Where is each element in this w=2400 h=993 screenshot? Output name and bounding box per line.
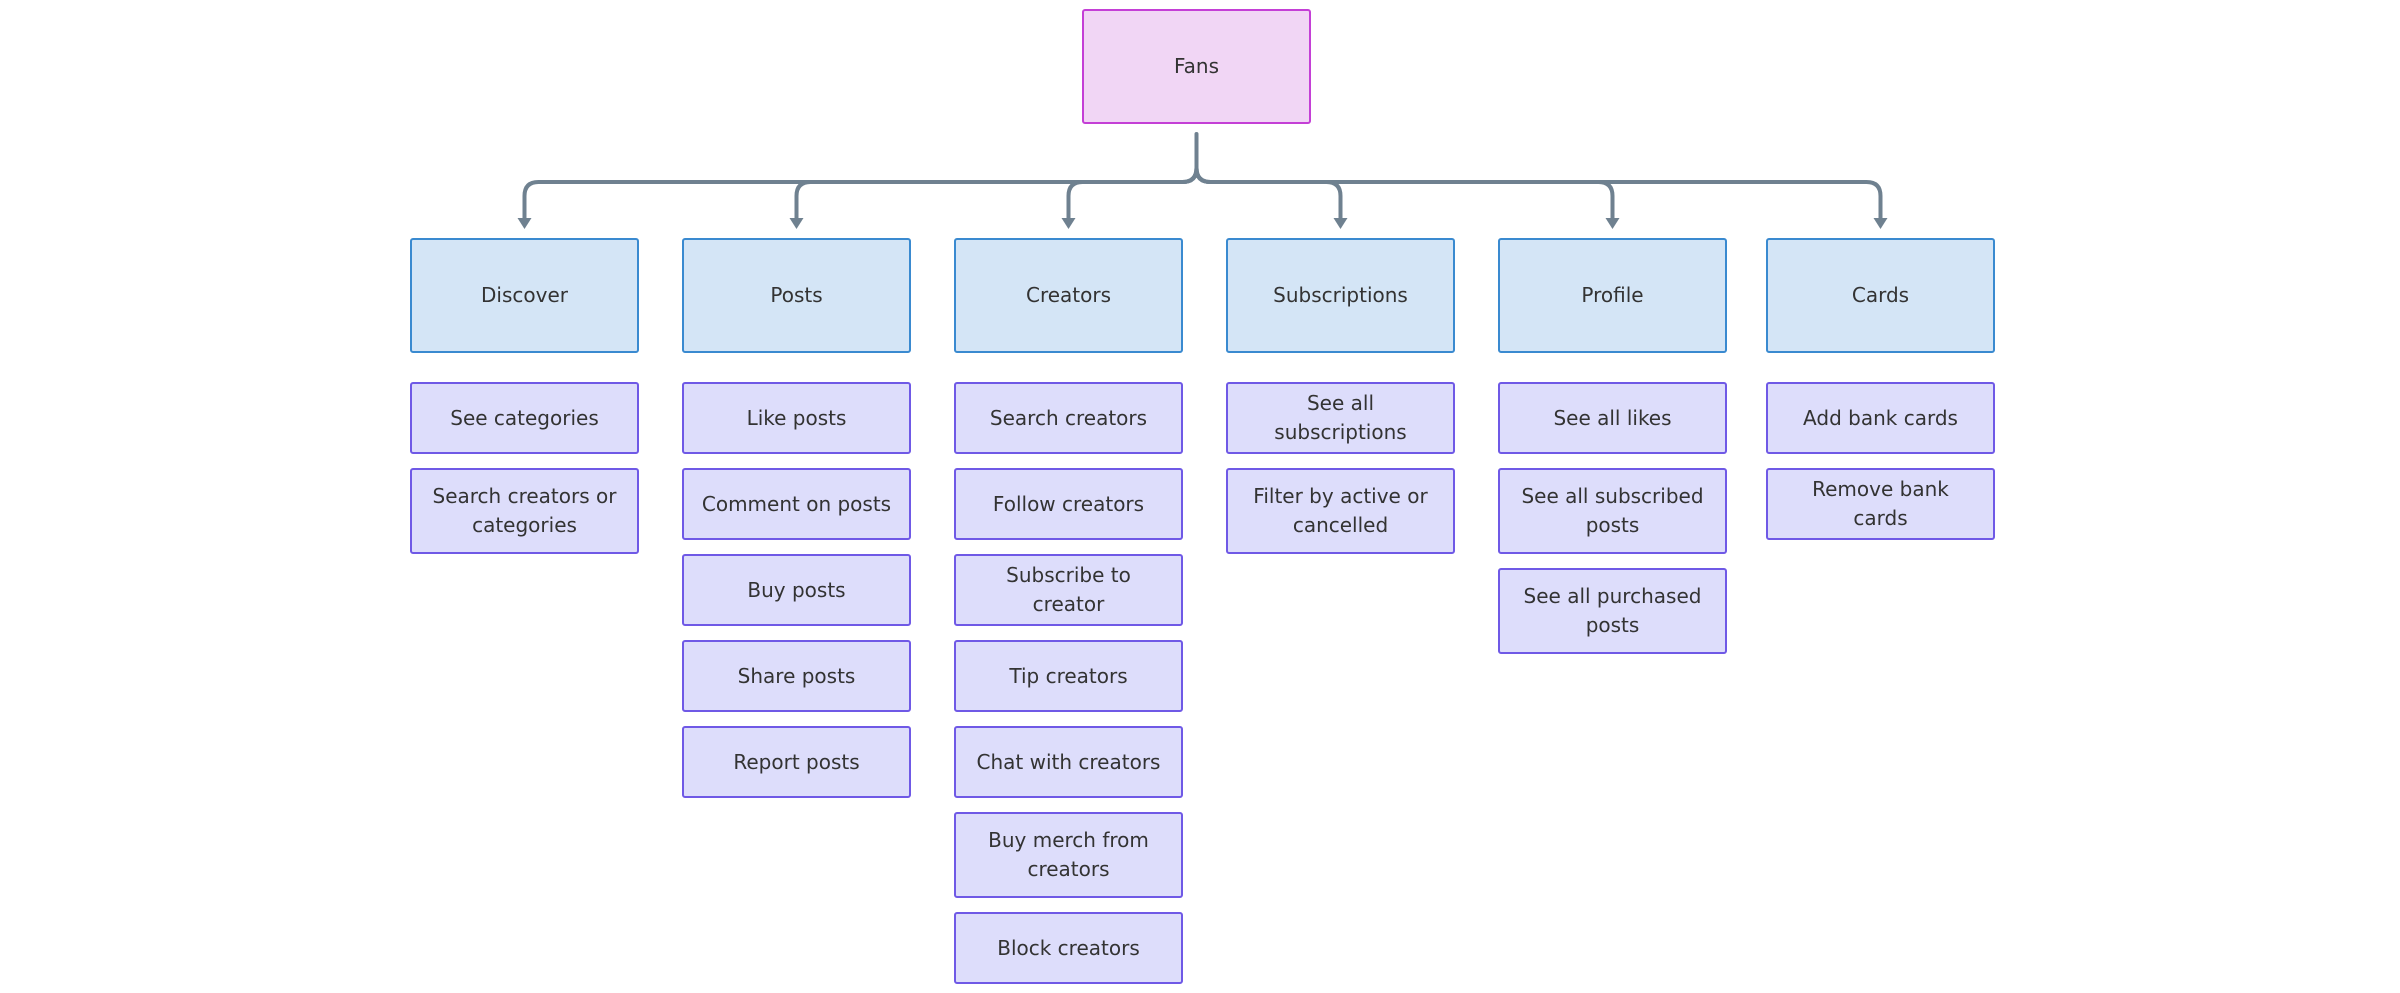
- item-node-see-all-likes: See all likes: [1498, 382, 1727, 454]
- connector-to-cards: [1194, 166, 1883, 221]
- connector-to-creators: [1066, 166, 1199, 221]
- item-node-chat-with-creators: Chat with creators: [954, 726, 1183, 798]
- item-node-comment-on-posts: Comment on posts: [682, 468, 911, 540]
- item-node-see-all-subscriptions: See all subscriptions: [1226, 382, 1455, 454]
- item-node-search-creators: Search creators: [954, 382, 1183, 454]
- connector-to-profile: [1194, 166, 1615, 221]
- item-node-subscribe-to-creator: Subscribe to creator: [954, 554, 1183, 626]
- item-node-see-categories: See categories: [410, 382, 639, 454]
- item-node-buy-posts: Buy posts: [682, 554, 911, 626]
- arrow-head-cards: [1873, 218, 1888, 229]
- item-node-like-posts: Like posts: [682, 382, 911, 454]
- category-node-discover: Discover: [410, 238, 639, 353]
- item-node-block-creators: Block creators: [954, 912, 1183, 984]
- category-node-posts: Posts: [682, 238, 911, 353]
- item-node-see-all-purchased-posts: See all purchased posts: [1498, 568, 1727, 654]
- item-node-report-posts: Report posts: [682, 726, 911, 798]
- arrow-head-profile: [1605, 218, 1620, 229]
- category-node-creators: Creators: [954, 238, 1183, 353]
- category-node-profile: Profile: [1498, 238, 1727, 353]
- item-node-filter-by-active-or-cancelled: Filter by active or cancelled: [1226, 468, 1455, 554]
- arrow-head-discover: [517, 218, 532, 229]
- item-node-buy-merch-from-creators: Buy merch from creators: [954, 812, 1183, 898]
- root-node-fans: Fans: [1082, 9, 1311, 124]
- connector-to-discover: [522, 166, 1199, 221]
- category-node-cards: Cards: [1766, 238, 1995, 353]
- item-node-see-all-subscribed-posts: See all subscribed posts: [1498, 468, 1727, 554]
- item-node-search-creators-or-categories: Search creators or categories: [410, 468, 639, 554]
- item-node-share-posts: Share posts: [682, 640, 911, 712]
- item-node-tip-creators: Tip creators: [954, 640, 1183, 712]
- arrow-head-subscriptions: [1333, 218, 1348, 229]
- item-node-add-bank-cards: Add bank cards: [1766, 382, 1995, 454]
- category-node-subscriptions: Subscriptions: [1226, 238, 1455, 353]
- item-node-follow-creators: Follow creators: [954, 468, 1183, 540]
- connector-to-posts: [794, 166, 1199, 221]
- arrow-head-creators: [1061, 218, 1076, 229]
- item-node-remove-bank-cards: Remove bank cards: [1766, 468, 1995, 540]
- arrow-head-posts: [789, 218, 804, 229]
- connector-to-subscriptions: [1194, 166, 1343, 221]
